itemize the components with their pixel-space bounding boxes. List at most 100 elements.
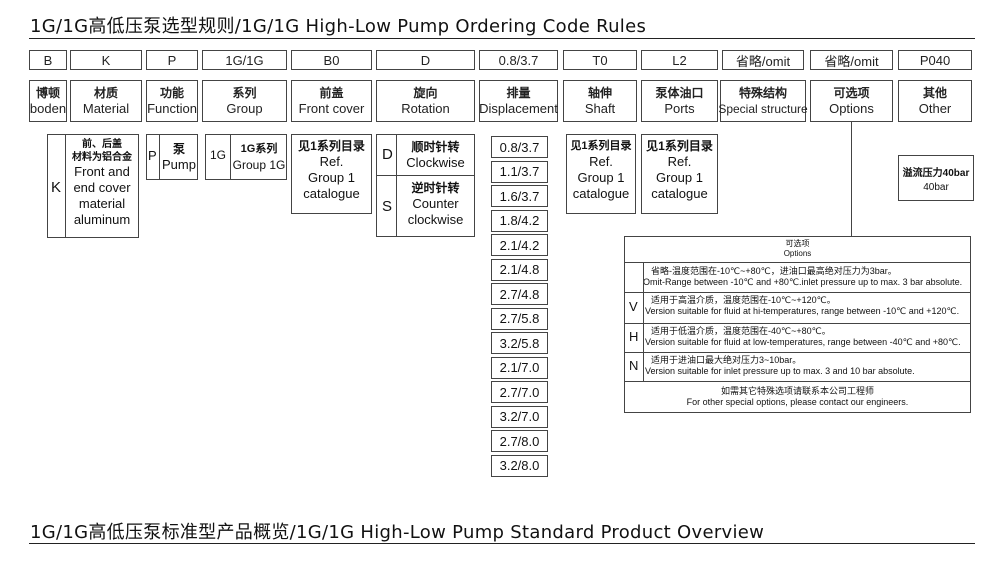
label-rotation: 旋向 Rotation <box>376 80 475 122</box>
options-v-letter: V <box>629 299 638 314</box>
displacement-option: 2.7/5.8 <box>491 307 548 330</box>
function-desc-zh: 泵 <box>172 142 185 156</box>
code-box-special: 省略/omit <box>722 50 804 70</box>
page-title: 1G/1G高低压泵选型规则/1G/1G High-Low Pump Orderi… <box>30 16 647 37</box>
material-desc-en1: Front and <box>74 164 130 179</box>
code-box-options: 省略/omit <box>810 50 893 70</box>
other-detail-box: 溢流压力40bar 40bar <box>898 155 974 201</box>
label-displacement-zh: 排量 <box>506 86 531 100</box>
label-special-zh: 特殊结构 <box>738 86 787 100</box>
rotation-s-en1: Counter <box>412 196 459 211</box>
label-material-en: Material <box>82 101 130 116</box>
label-function: 功能 Function <box>146 80 198 122</box>
options-row-divider-2 <box>625 323 970 324</box>
displacement-option: 1.8/4.2 <box>491 209 548 232</box>
code-box-other: P040 <box>898 50 972 70</box>
displacement-option: 2.7/7.0 <box>491 381 548 403</box>
displacement-option: 2.7/8.0 <box>491 430 548 452</box>
label-options-zh: 可选项 <box>833 86 870 100</box>
function-code-letter: P <box>148 148 157 163</box>
options-h-letter: H <box>629 329 639 344</box>
label-front-cover: 前盖 Front cover <box>291 80 372 122</box>
front-cover-detail-box: 见1系列目录 Ref. Group 1 catalogue <box>291 134 372 214</box>
rotation-s-en2: clockwise <box>407 212 464 227</box>
material-detail-box: K 前、后盖 材料为铝合金 Front and end cover materi… <box>47 134 139 238</box>
code-box-front-cover: B0 <box>291 50 372 70</box>
ports-description: 见1系列目录 Ref. Group 1 catalogue <box>642 138 717 202</box>
other-desc-zh: 溢流压力40bar <box>902 168 970 179</box>
material-desc-en2: end cover <box>73 180 131 195</box>
ports-desc-en3: catalogue <box>651 186 708 201</box>
code-box-brand: B <box>29 50 67 70</box>
options-n-en: Version suitable for inlet pressure up t… <box>645 366 915 376</box>
label-group: 系列 Group <box>202 80 287 122</box>
options-head-en: Options <box>783 249 812 258</box>
code-box-group: 1G/1G <box>202 50 287 70</box>
displacement-option: 3.2/5.8 <box>491 332 548 354</box>
other-desc-en: 40bar <box>923 182 949 193</box>
options-letter-divider <box>643 262 644 381</box>
label-displacement-en: Displacement <box>479 101 558 116</box>
material-description: 前、后盖 材料为铝合金 Front and end cover material… <box>66 138 138 228</box>
rotation-s-letter: S <box>382 198 393 215</box>
group-desc-zh: 1G系列 <box>240 143 278 155</box>
shaft-desc-en1: Ref. <box>589 154 613 169</box>
label-front-cover-en: Front cover <box>298 101 365 116</box>
shaft-description: 见1系列目录 Ref. Group 1 catalogue <box>567 138 635 202</box>
title-underline <box>29 38 975 39</box>
options-table-header: 可选项 Options <box>625 239 970 259</box>
code-box-function: P <box>146 50 198 70</box>
label-function-zh: 功能 <box>159 86 184 100</box>
rotation-divider <box>396 135 397 236</box>
options-omit-en: Omit-Range between -10℃ and +80℃.inlet p… <box>643 277 963 287</box>
front-cover-desc-en3: catalogue <box>303 186 360 201</box>
options-omit-zh: 省略-温度范围在-10℃~+80℃，进油口最高绝对压力为3bar。 <box>651 266 897 276</box>
label-other: 其他 Other <box>898 80 972 122</box>
label-rotation-zh: 旋向 <box>413 86 438 100</box>
rotation-d-en: Clockwise <box>406 155 465 170</box>
group-detail-box: 1G 1G系列 Group 1G <box>205 134 287 180</box>
label-shaft-zh: 轴伸 <box>587 86 612 100</box>
options-v-en: Version suitable for fluid at hi-tempera… <box>645 306 960 316</box>
label-ports-en: Ports <box>664 101 695 116</box>
group-desc-en: Group 1G <box>232 158 286 172</box>
options-row-v: 适用于高温介质，温度范围在-10℃~+120℃。 Version suitabl… <box>645 295 959 317</box>
label-shaft: 轴伸 Shaft <box>563 80 637 122</box>
displacement-option: 2.1/4.8 <box>491 258 548 281</box>
label-material: 材质 Material <box>70 80 142 122</box>
label-special-en: Special structure <box>718 102 808 116</box>
label-shaft-en: Shaft <box>584 101 616 116</box>
function-desc-en: Pump <box>162 157 196 172</box>
function-divider <box>159 135 160 179</box>
options-row-omit: 省略-温度范围在-10℃~+80℃，进油口最高绝对压力为3bar。 Omit-R… <box>643 266 963 288</box>
displacement-option: 2.7/4.8 <box>491 283 548 305</box>
options-footer: 如需其它特殊选项请联系本公司工程师 For other special opti… <box>625 386 970 408</box>
options-foot-zh: 如需其它特殊选项请联系本公司工程师 <box>720 386 874 396</box>
label-brand-en: boden <box>29 101 67 116</box>
shaft-desc-zh: 见1系列目录 <box>570 140 632 152</box>
options-n-zh: 适用于进油口最大绝对压力3~10bar。 <box>651 355 802 365</box>
label-ports: 泵体油口 Ports <box>641 80 718 122</box>
material-desc-en4: aluminum <box>73 212 131 227</box>
label-function-en: Function <box>147 101 197 116</box>
label-options-en: Options <box>829 101 874 116</box>
options-row-divider-3 <box>625 352 970 353</box>
label-other-en: Other <box>918 101 952 116</box>
rotation-d-letter: D <box>382 146 393 163</box>
options-connector-line <box>851 122 852 236</box>
label-material-zh: 材质 <box>93 86 118 100</box>
options-n-letter: N <box>629 358 639 373</box>
rotation-detail-box: D 顺时针转 Clockwise S 逆时针转 Counter clockwis… <box>376 134 475 237</box>
label-front-cover-zh: 前盖 <box>319 86 344 100</box>
rotation-row-divider <box>377 175 474 176</box>
label-rotation-en: Rotation <box>401 101 450 116</box>
material-desc-en3: material <box>78 196 126 211</box>
section-title-underline <box>29 543 975 544</box>
options-row-divider-0 <box>625 262 970 263</box>
options-head-zh: 可选项 <box>785 239 810 248</box>
material-divider <box>65 135 66 237</box>
group-description: 1G系列 Group 1G <box>231 141 287 173</box>
options-row-h: 适用于低温介质，温度范围在-40℃~+80℃。 Version suitable… <box>645 326 961 348</box>
label-group-en: Group <box>226 101 263 116</box>
displacement-option: 1.6/3.7 <box>491 185 548 207</box>
